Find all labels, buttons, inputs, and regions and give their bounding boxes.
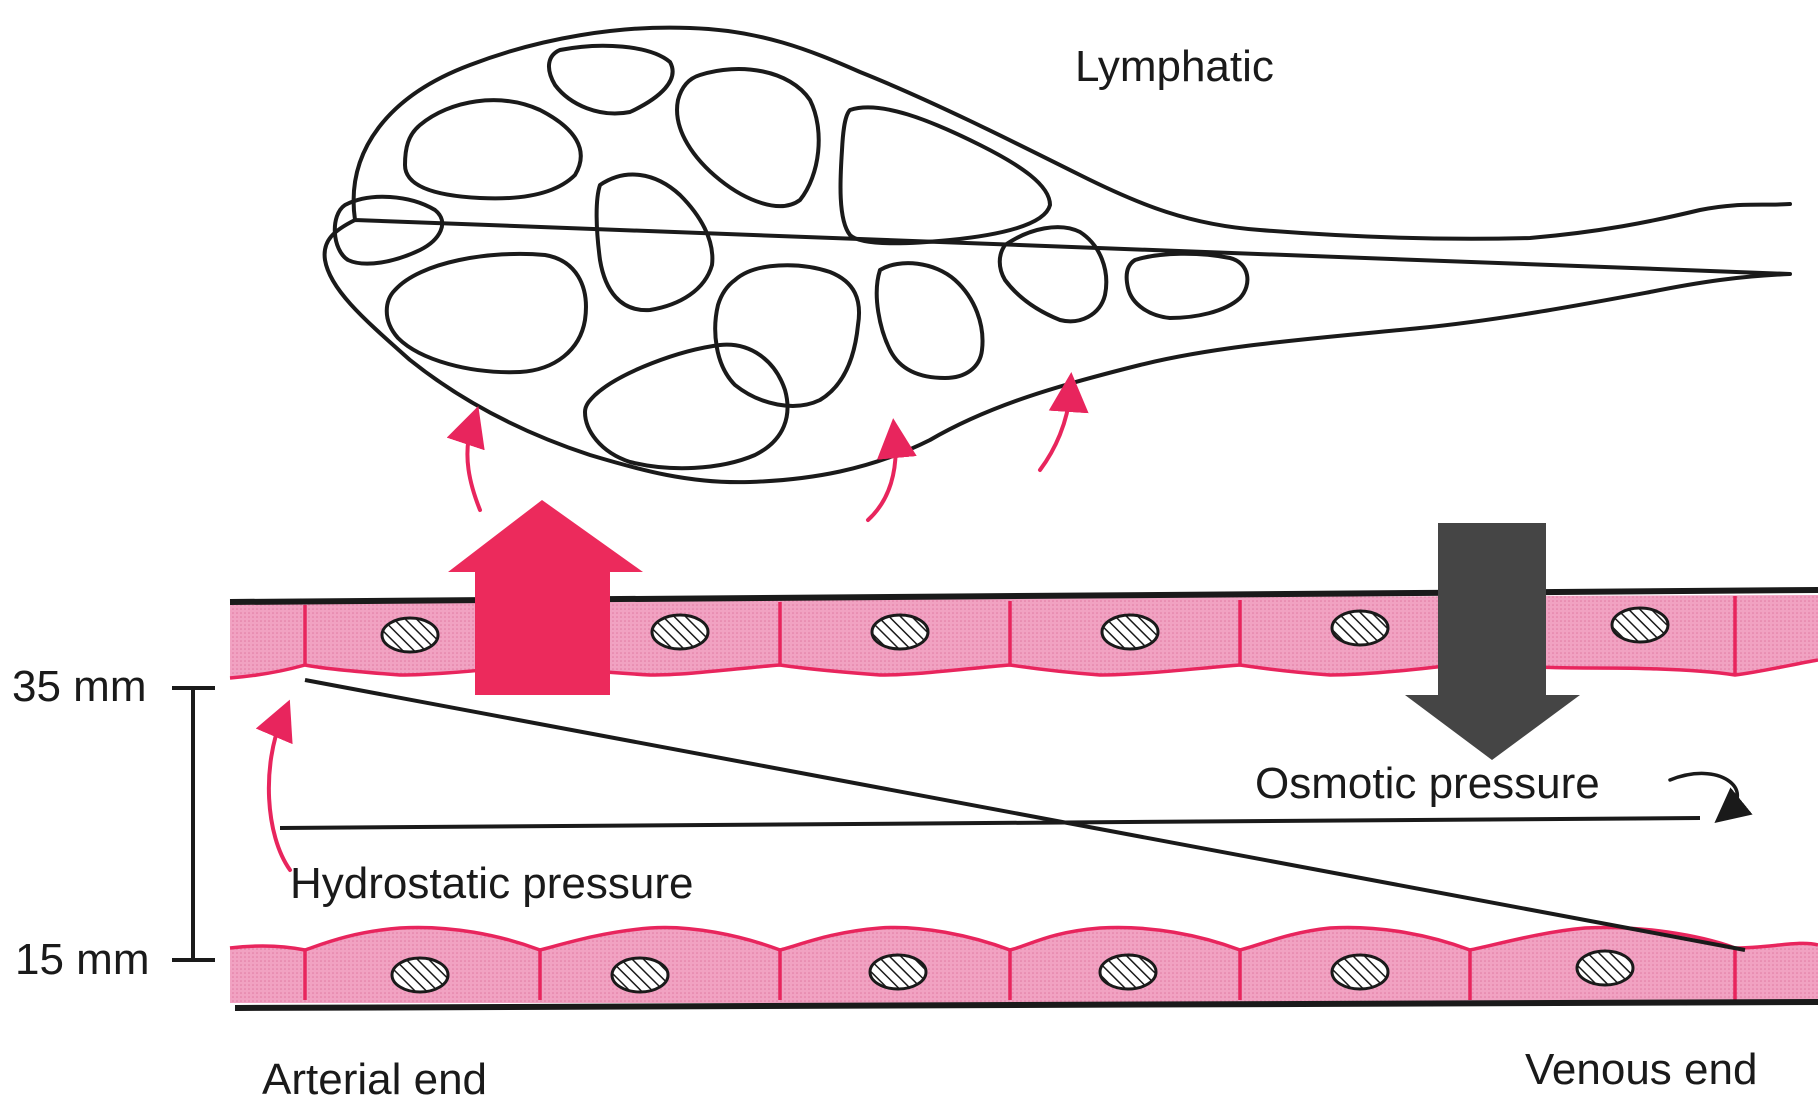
nucleus-icon — [1100, 955, 1156, 989]
lower-capillary-wall — [230, 927, 1818, 1008]
hook-arrow-icon — [1670, 773, 1737, 812]
lymph-entry-arrows — [467, 392, 1070, 520]
lymphatic-vessel — [325, 28, 1790, 483]
scale-bottom-label: 15 mm — [15, 938, 149, 982]
arterial-end-label: Arterial end — [262, 1058, 487, 1102]
nucleus-icon — [612, 958, 668, 992]
osmotic-pressure-label: Osmotic pressure — [1255, 762, 1600, 806]
curved-arrow-icon — [1040, 392, 1070, 470]
curved-arrow-icon — [269, 718, 290, 870]
curved-arrow-icon — [467, 425, 480, 510]
nucleus-icon — [1577, 951, 1633, 985]
nucleus-icon — [872, 615, 928, 649]
nucleus-icon — [1612, 608, 1668, 642]
nucleus-icon — [392, 958, 448, 992]
pressure-scale-bar — [172, 688, 215, 960]
lymphatic-label: Lymphatic — [1075, 45, 1274, 89]
nucleus-icon — [382, 618, 438, 652]
nucleus-icon — [1332, 955, 1388, 989]
nucleus-icon — [870, 955, 926, 989]
osmotic-pressure-line — [280, 818, 1700, 828]
curved-arrow-icon — [868, 438, 896, 520]
upper-capillary-wall — [230, 590, 1818, 678]
venous-end-label: Venous end — [1525, 1048, 1757, 1092]
hydrostatic-pressure-label: Hydrostatic pressure — [290, 862, 693, 906]
nucleus-icon — [1102, 615, 1158, 649]
nucleus-icon — [1332, 611, 1388, 645]
nucleus-icon — [652, 615, 708, 649]
scale-top-label: 35 mm — [12, 665, 146, 709]
